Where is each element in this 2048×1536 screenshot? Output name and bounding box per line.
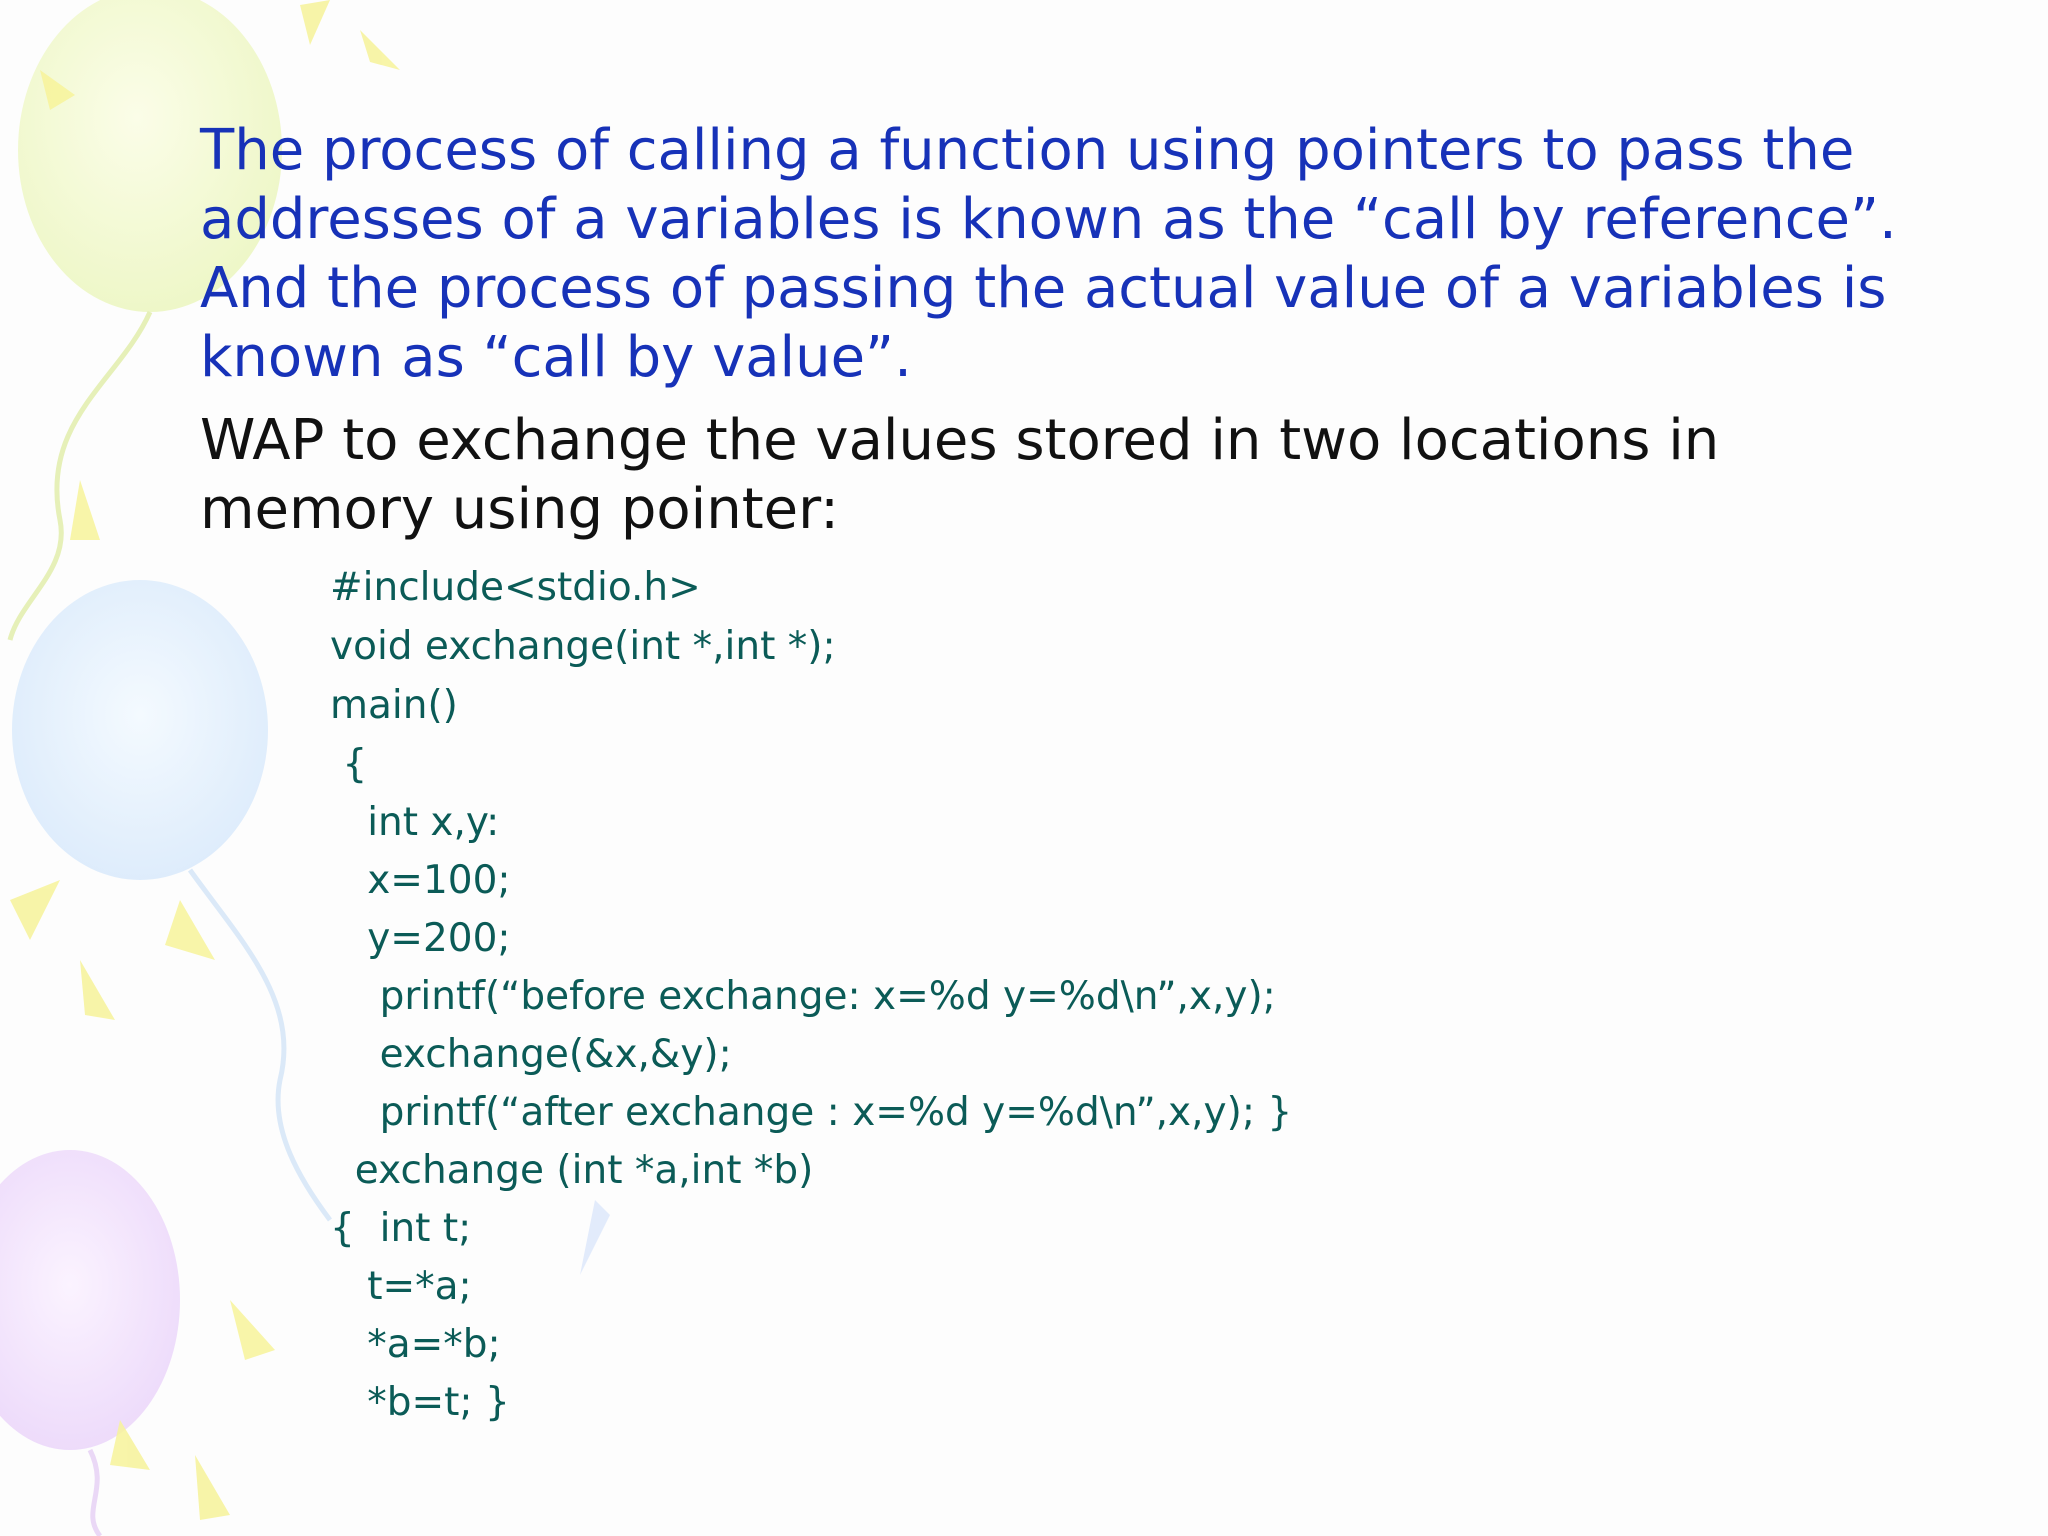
blue-confetti-icon [580,1200,610,1275]
code-line-include: #include<stdio.h> [330,565,701,610]
yellow-balloon-icon [7,0,282,641]
blue-balloon-icon [12,580,333,1222]
code-line-t-assign: t=*a; [330,1264,472,1309]
code-line-open-brace: { [330,742,368,787]
task-paragraph: WAP to exchange the values stored in two… [200,408,1720,542]
code-line-exchange-call: exchange(&x,&y); [330,1032,732,1077]
code-line-exchange-def: exchange (int *a,int *b) [330,1148,814,1193]
code-line-main: main() [330,683,458,728]
purple-balloon-icon [0,1150,180,1536]
code-line-assign-x: x=100; [330,858,511,903]
code-line-declare: int x,y: [330,800,500,845]
definition-paragraph: The process of calling a function using … [200,118,1897,390]
confetti-icon [10,0,400,1520]
code-line-prototype: void exchange(int *,int *); [330,624,836,669]
code-line-printf-before: printf(“before exchange: x=%d y=%d\n”,x,… [330,974,1276,1019]
code-line-temp-decl: { int t; [330,1206,472,1251]
code-line-a-assign: *a=*b; [330,1322,501,1367]
code-line-assign-y: y=200; [330,916,511,961]
code-line-printf-after: printf(“after exchange : x=%d y=%d\n”,x,… [330,1090,1293,1135]
code-line-b-assign: *b=t; } [330,1380,510,1425]
